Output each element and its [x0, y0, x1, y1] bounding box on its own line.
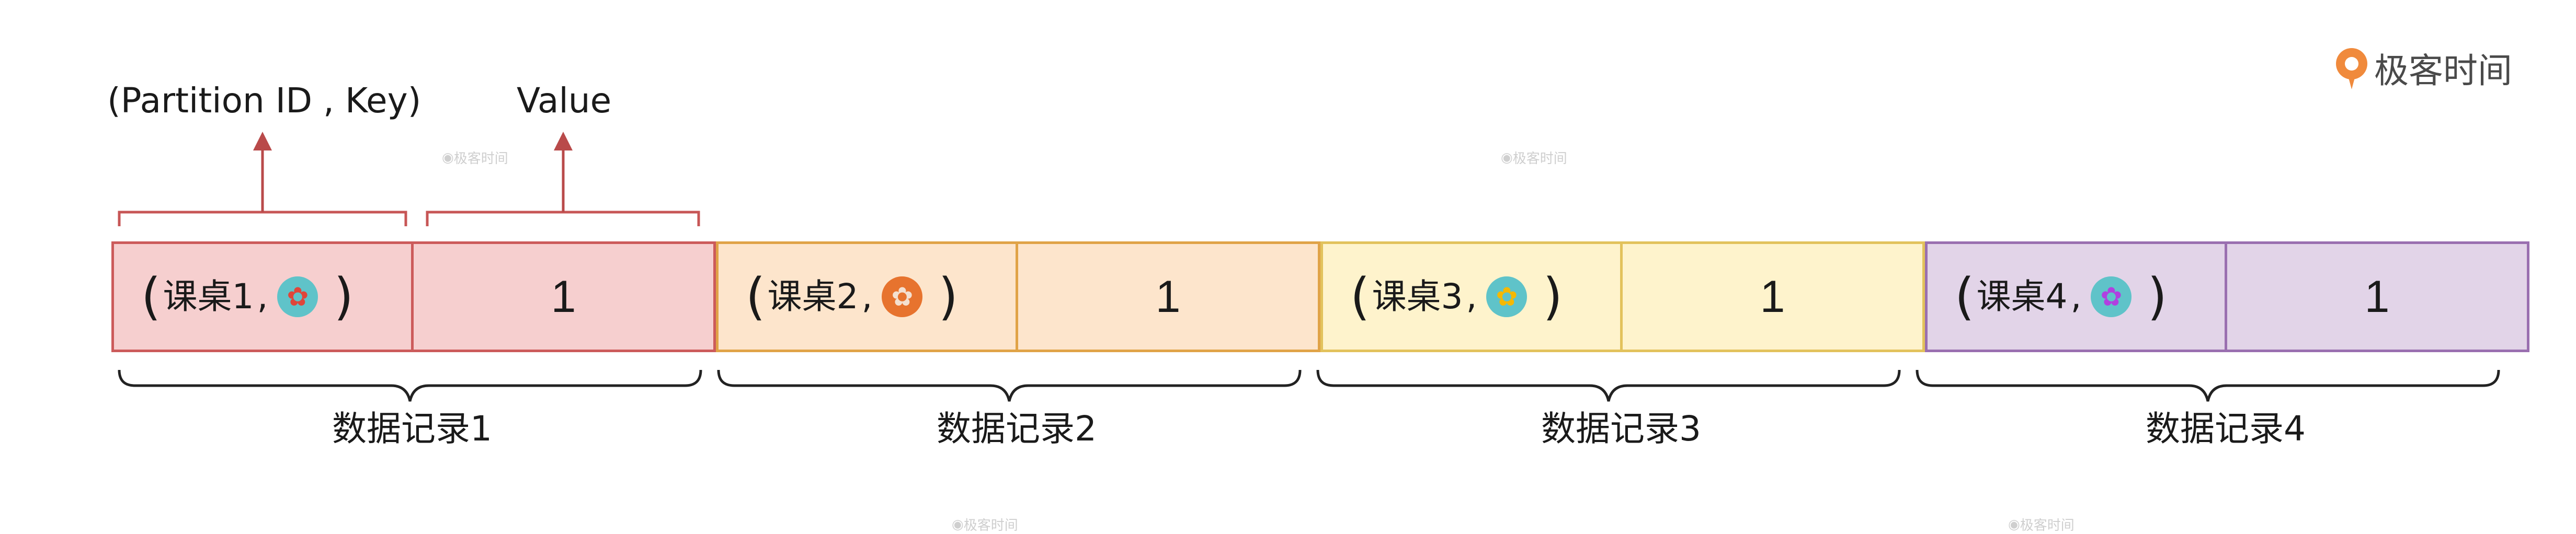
comma: , — [257, 276, 268, 317]
flower-icon: ✿ — [1486, 276, 1528, 317]
record-value: 1 — [2364, 271, 2390, 322]
flower-icon: ✿ — [2091, 276, 2132, 317]
close-paren: ) — [2147, 268, 2167, 326]
record-value-cell: 1 — [1016, 241, 1320, 352]
record-key-cell: (课桌1,✿) — [111, 241, 414, 352]
record-label: 数据记录4 — [2146, 409, 2306, 449]
geektime-logo-icon — [2336, 48, 2367, 89]
watermark: ◉ 极客时间 — [2008, 516, 2075, 534]
record-key-cell: (课桌3,✿) — [1320, 241, 1623, 352]
key-bracket — [118, 211, 407, 226]
open-paren: ( — [1955, 268, 1975, 326]
value-bracket — [426, 211, 700, 226]
value-arrow-head-icon — [554, 132, 573, 150]
record-value: 1 — [1155, 271, 1181, 322]
watermark: ◉ 极客时间 — [1501, 149, 1567, 167]
key-name: 课桌2 — [767, 276, 859, 317]
value-label: Value — [517, 80, 612, 121]
key-name: 课桌1 — [163, 276, 254, 317]
record-value: 1 — [1760, 271, 1785, 322]
open-paren: ( — [746, 268, 766, 326]
brace-record-4 — [1916, 369, 2500, 402]
key-name: 课桌3 — [1372, 276, 1463, 317]
record-key-cell: (课桌4,✿) — [1925, 241, 2227, 352]
close-paren: ) — [1543, 268, 1563, 326]
record-value-cell: 1 — [1620, 241, 1925, 352]
open-paren: ( — [141, 268, 161, 326]
record-braces — [118, 369, 2500, 402]
record-value: 1 — [551, 271, 576, 322]
brace-record-1 — [118, 369, 702, 402]
comma: , — [2070, 276, 2082, 317]
record-key-cell: (课桌2,✿) — [716, 241, 1018, 352]
key-name: 课桌4 — [1976, 276, 2068, 317]
logo-text: 极客时间 — [2374, 51, 2512, 91]
record-label: 数据记录1 — [332, 409, 492, 449]
brand-logo: 极客时间 — [2333, 43, 2512, 93]
record-label: 数据记录3 — [1541, 409, 1701, 449]
close-paren: ) — [334, 268, 354, 326]
record-value-cell: 1 — [411, 241, 716, 352]
record-label: 数据记录2 — [937, 409, 1097, 449]
comma: , — [1466, 276, 1477, 317]
key-arrow-head-icon — [253, 132, 272, 150]
flower-icon: ✿ — [882, 276, 923, 317]
close-paren: ) — [938, 268, 958, 326]
watermark: ◉ 极客时间 — [442, 149, 508, 167]
flower-icon: ✿ — [277, 276, 318, 317]
brace-record-3 — [1316, 369, 1901, 402]
comma: , — [861, 276, 873, 317]
watermark: ◉ 极客时间 — [952, 516, 1018, 534]
record-value-cell: 1 — [2225, 241, 2529, 352]
open-paren: ( — [1350, 268, 1370, 326]
brace-record-2 — [717, 369, 1302, 402]
key-label: (Partition ID , Key) — [107, 80, 421, 121]
